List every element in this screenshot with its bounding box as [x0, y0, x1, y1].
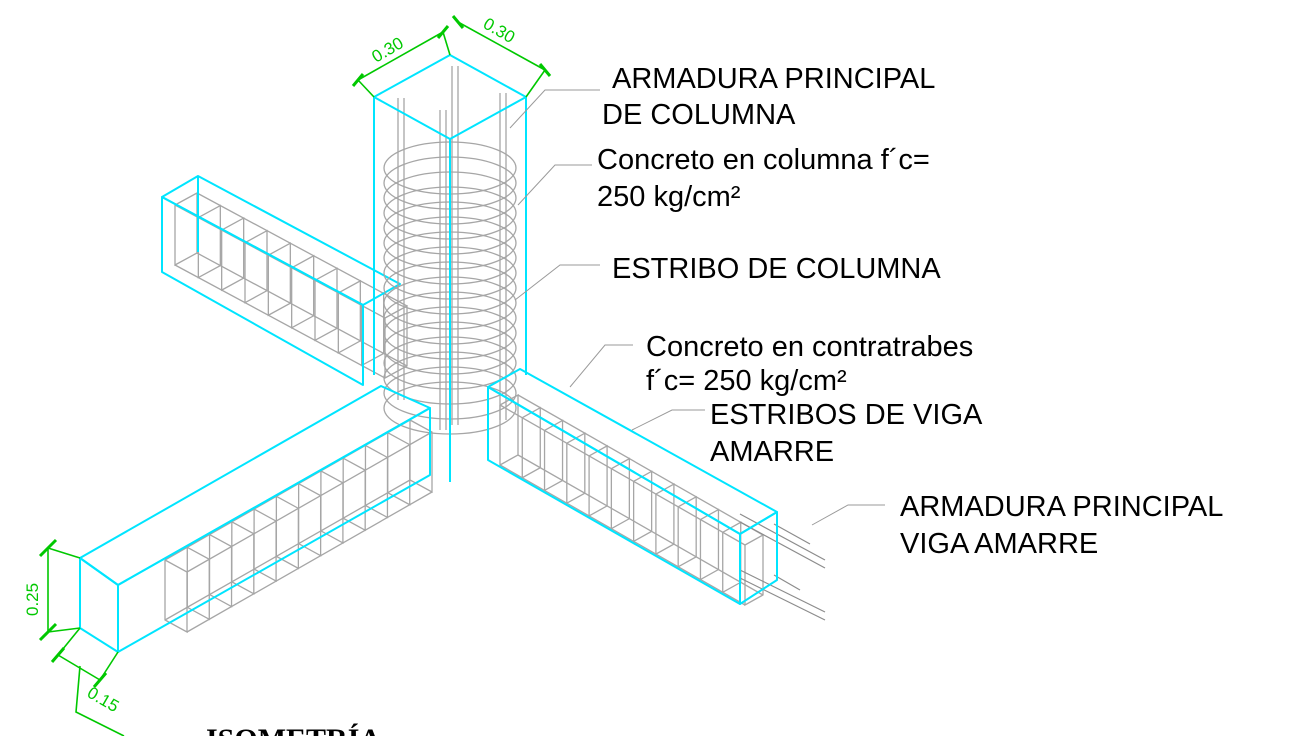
- beam-stirrup: [699, 508, 720, 581]
- right-beam: [487, 368, 826, 621]
- right-beam-end-face: [739, 511, 778, 605]
- beam-stirrup: [342, 457, 366, 532]
- beam-stirrup: [588, 444, 608, 518]
- front-left-beam: [79, 385, 433, 653]
- label-concreto-columna-1: Concreto en columna f´c=: [597, 144, 930, 176]
- label-concreto-columna-2: 250 kg/cm²: [597, 181, 741, 213]
- beam-longitudinal-bar: [186, 491, 433, 633]
- dim-beam-width: 0.15: [84, 683, 122, 716]
- leader-armadura-columna: [509, 89, 600, 129]
- beam-stirrup: [543, 419, 564, 492]
- beam-stirrup: [197, 204, 221, 279]
- beam-longitudinal-bar: [499, 464, 746, 606]
- back-left-beam: [161, 175, 408, 386]
- label-concreto-contratrabes-1: Concreto en contratrabes: [646, 331, 973, 363]
- label-armadura-columna-2: DE COLUMNA: [602, 99, 796, 131]
- beam-stirrup: [244, 229, 268, 304]
- dim-col-width-a: 0.30: [369, 33, 407, 66]
- drawing-title: ISOMETRÍA: [206, 723, 381, 736]
- column-top-face: [373, 54, 527, 140]
- label-estribos-viga-2: AMARRE: [710, 436, 834, 468]
- dim-line-col-a: [357, 31, 444, 81]
- label-armadura-columna-1: ARMADURA PRINCIPAL: [612, 63, 935, 95]
- beam-stirrup: [744, 533, 764, 607]
- front-left-beam-side-face: [117, 407, 431, 653]
- label-concreto-contratrabes-2: f´c= 250 kg/cm²: [646, 365, 847, 397]
- beam-stirrup: [253, 508, 277, 583]
- dim-line-col-b: [457, 21, 546, 71]
- beam-stirrup: [677, 495, 697, 568]
- beam-stirrup: [387, 432, 411, 506]
- beam-stirrup: [221, 217, 245, 292]
- leader-armadura-viga: [811, 504, 885, 526]
- leader-estribo-columna: [514, 264, 600, 301]
- label-armadura-viga-2: VIGA AMARRE: [900, 528, 1098, 560]
- leader-concreto-contratrabes: [569, 344, 633, 388]
- beam-stirrup: [320, 470, 344, 545]
- beam-stirrup: [655, 482, 675, 556]
- beam-longitudinal-bar: [164, 479, 411, 621]
- beam-stirrup: [521, 406, 541, 479]
- labels: ARMADURA PRINCIPAL DE COLUMNA Concreto e…: [597, 63, 1223, 560]
- beam-stirrup: [314, 267, 338, 342]
- beam-longitudinal-bar: [517, 394, 764, 536]
- beam-stirrup: [231, 521, 255, 595]
- column: [373, 54, 527, 482]
- front-left-beam-rebar: [164, 419, 433, 634]
- beam-stirrup: [164, 559, 188, 634]
- beam-longitudinal-bar: [186, 431, 433, 573]
- beam-stirrup: [291, 254, 315, 329]
- beam-stirrup: [297, 483, 322, 557]
- label-estribo-columna: ESTRIBO DE COLUMNA: [612, 253, 941, 285]
- beam-stirrup: [566, 432, 586, 505]
- beam-longitudinal-bar: [174, 264, 386, 379]
- right-beam-rebar: [499, 393, 764, 607]
- beam-stirrup: [364, 444, 389, 519]
- front-left-beam-top-face: [79, 385, 431, 586]
- back-left-beam-end-face: [161, 196, 364, 386]
- label-estribos-viga-1: ESTRIBOS DE VIGA: [710, 399, 983, 431]
- beam-stirrup: [275, 495, 300, 570]
- leader-concreto-columna: [517, 164, 592, 206]
- dim-line-beam-width: [57, 654, 101, 681]
- beam-stirrup: [337, 279, 361, 354]
- leader-lines: [509, 89, 885, 526]
- leader-estribos-viga: [631, 409, 705, 431]
- beam-stirrup: [174, 191, 198, 267]
- label-armadura-viga-1: ARMADURA PRINCIPAL: [900, 491, 1223, 523]
- beam-stirrup: [208, 533, 233, 608]
- beam-longitudinal-bar: [196, 252, 408, 367]
- beam-stirrup: [409, 419, 433, 494]
- beam-stirrup: [499, 393, 519, 467]
- back-left-beam-rebar: [174, 191, 408, 380]
- dim-leader-beam-width: [75, 665, 125, 736]
- beam-longitudinal-bar: [196, 192, 408, 307]
- dim-col-width-b: 0.30: [480, 14, 518, 47]
- beam-stirrup: [632, 470, 653, 543]
- front-left-beam-end-face: [79, 557, 119, 653]
- dimensions: 0.30 0.30 0.25 0.15: [23, 14, 552, 736]
- dim-beam-height: 0.25: [23, 583, 42, 616]
- beam-stirrup: [267, 242, 291, 317]
- beam-stirrup: [610, 457, 631, 530]
- beam-stirrup: [186, 546, 210, 621]
